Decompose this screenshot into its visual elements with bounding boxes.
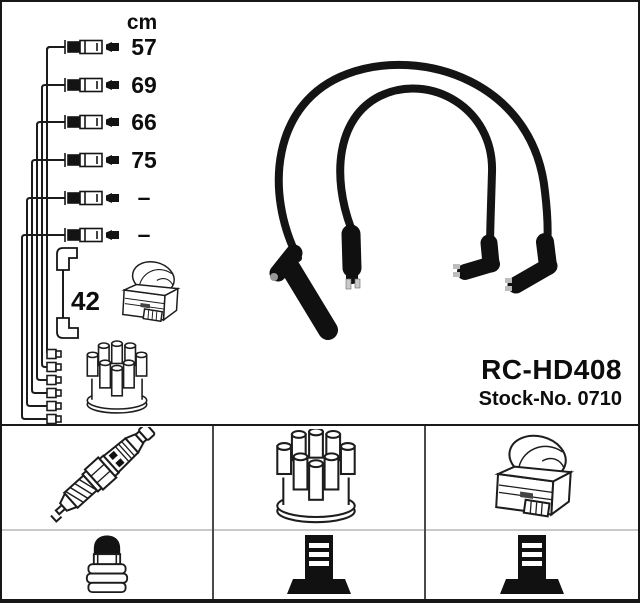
length-labels: 57 69 66 75 – –	[131, 34, 157, 247]
length-label: 57	[131, 34, 157, 60]
coil-wire-length: 42	[71, 286, 100, 316]
grid-cell-spark-plug	[2, 426, 214, 599]
diagram-section: cm	[2, 2, 638, 424]
grid-cell-distributor-cap	[214, 426, 426, 599]
distributor-cap-cell	[214, 426, 424, 531]
cable-connector-icon	[500, 535, 564, 594]
cable-set-diagram: cm	[21, 11, 558, 424]
length-label: 69	[131, 72, 157, 98]
unit-header: cm	[127, 11, 157, 34]
stock-number: Stock-No. 0710	[478, 388, 622, 410]
length-label: –	[138, 184, 151, 210]
section-divider	[2, 424, 638, 426]
product-code-block: RC-HD408 Stock-No. 0710	[479, 354, 622, 412]
distributor-cap-icon	[276, 428, 356, 523]
length-label: 75	[131, 147, 157, 173]
length-label: 66	[131, 109, 157, 135]
ignition-coil-drawing	[122, 256, 179, 323]
product-code: RC-HD408	[481, 354, 622, 385]
grid-cell-ignition-coil	[426, 426, 638, 599]
terminal-nut-cell	[2, 531, 212, 599]
ignition-coil-cell	[426, 426, 638, 531]
ignition-cables-photo	[269, 60, 558, 340]
plug-terminal-nut-icon	[85, 535, 129, 594]
coil-wire-schematic: 42	[56, 247, 100, 339]
spark-plug-cell	[2, 426, 212, 531]
connector-cell	[426, 531, 638, 599]
connector-cell	[214, 531, 424, 599]
length-label: –	[138, 221, 151, 247]
components-grid	[2, 426, 638, 599]
distributor-terminals	[46, 348, 62, 424]
spark-plug-icon	[50, 427, 156, 523]
cable-connector-icon	[287, 535, 351, 594]
ignition-coil-icon	[494, 431, 572, 517]
boot-glyphs	[64, 39, 119, 243]
distributor-cap-drawing	[86, 340, 148, 414]
